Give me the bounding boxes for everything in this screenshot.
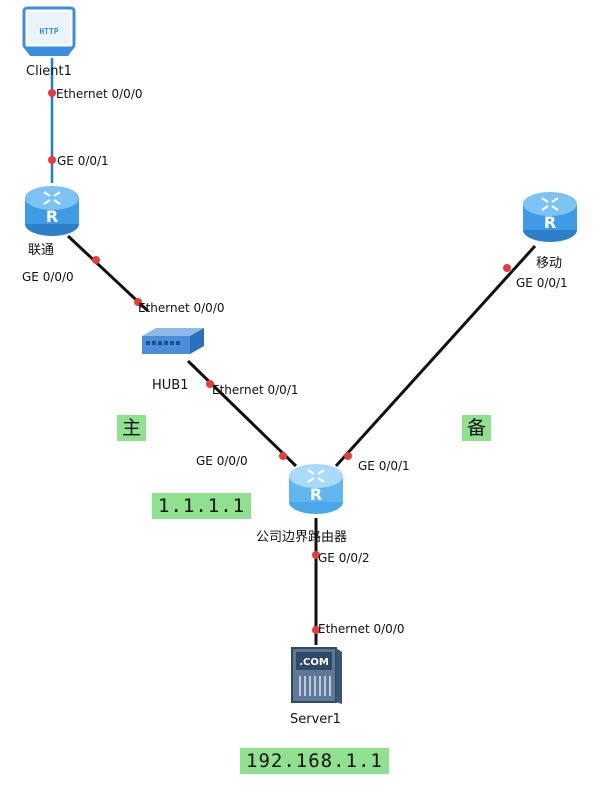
router-unicom[interactable]: R — [22, 180, 82, 240]
port-dot-client-eth — [48, 89, 56, 97]
port-label-server-eth: Ethernet 0/0/0 — [318, 622, 405, 636]
client1[interactable]: HTTP — [20, 4, 78, 60]
client-screen-text: HTTP — [39, 27, 58, 36]
port-label-hub-eth001: Ethernet 0/0/1 — [212, 383, 299, 397]
port-dot-hub-eth000 — [134, 298, 142, 306]
server1-name: Server1 — [290, 712, 341, 727]
router-mobile[interactable]: R — [520, 186, 580, 246]
router-icon: R — [523, 192, 577, 242]
port-label-unicom-ge001: GE 0/0/1 — [57, 154, 109, 168]
hub1[interactable] — [138, 324, 208, 360]
router-icon: R — [289, 464, 343, 514]
hub1-name: HUB1 — [152, 378, 189, 393]
link-mobile-edge — [334, 244, 537, 468]
edge-ip-tag: 1.1.1.1 — [152, 493, 252, 519]
server1[interactable]: .COM — [288, 644, 344, 706]
client1-name: Client1 — [26, 64, 72, 79]
svg-text:R: R — [544, 213, 556, 232]
backup-link-tag: 备 — [462, 415, 492, 441]
server-ip-tag: 192.168.1.1 — [240, 748, 389, 774]
server-screen-text: .COM — [299, 657, 329, 668]
router-mobile-name: 移动 — [536, 256, 563, 271]
primary-link-tag: 主 — [117, 415, 147, 441]
http-client-icon: HTTP — [22, 6, 76, 56]
port-dot-unicom-ge001 — [48, 156, 56, 164]
server-icon: .COM — [291, 647, 342, 704]
link-unicom-hub — [66, 234, 150, 313]
port-dot-edge-ge002 — [312, 551, 320, 559]
router-icon: R — [25, 186, 79, 236]
hub-icon — [142, 328, 204, 354]
port-dot-edge-ge001 — [344, 452, 352, 460]
port-label-mobile-ge001: GE 0/0/1 — [516, 276, 568, 290]
port-label-edge-ge002: GE 0/0/2 — [318, 551, 370, 565]
port-dot-edge-ge000 — [279, 452, 287, 460]
port-dot-server-eth — [312, 626, 320, 634]
router-edge-name: 公司边界路由器 — [256, 530, 348, 545]
svg-text:R: R — [46, 207, 58, 226]
port-dot-hub-eth001 — [206, 380, 214, 388]
link-hub-edge — [186, 359, 298, 468]
port-dot-unicom-ge000 — [92, 256, 100, 264]
port-label-edge-ge001: GE 0/0/1 — [358, 459, 410, 473]
port-dots — [48, 89, 511, 634]
port-label-unicom-ge000: GE 0/0/0 — [22, 270, 74, 284]
router-unicom-name: 联通 — [28, 243, 55, 258]
port-dot-mobile-ge001 — [503, 264, 511, 272]
port-label-hub-eth000: Ethernet 0/0/0 — [138, 301, 225, 315]
port-label-client-eth: Ethernet 0/0/0 — [56, 87, 143, 101]
port-label-edge-ge000: GE 0/0/0 — [196, 454, 248, 468]
svg-text:R: R — [310, 485, 322, 504]
router-edge[interactable]: R — [286, 458, 346, 518]
